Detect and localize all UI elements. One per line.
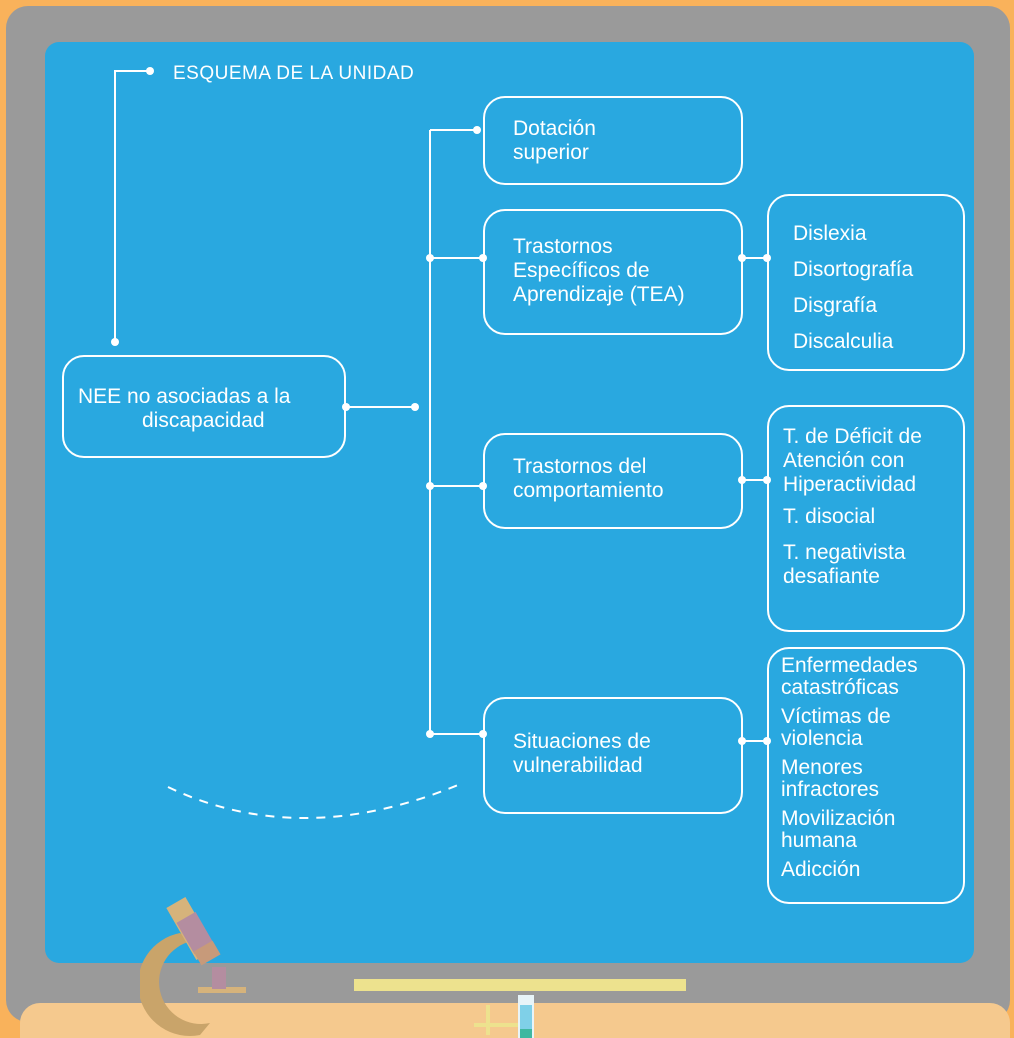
dashed-arc [167, 784, 459, 819]
detail-item: Discalculia [793, 330, 894, 353]
detail-item: T. negativista [783, 541, 906, 564]
detail-vulnerabilidad: Enfermedades catastróficas Víctimas de v… [767, 647, 965, 904]
node-trastornos-aprendizaje: Trastornos Específicos de Aprendizaje (T… [483, 209, 743, 335]
detail-item: infractores [781, 778, 880, 801]
node-line: vulnerabilidad [513, 754, 643, 777]
node-line: comportamiento [513, 479, 664, 502]
detail-comportamiento: T. de Déficit de Atención con Hiperactiv… [767, 405, 965, 632]
node-line: Aprendizaje (TEA) [513, 283, 685, 306]
detail-item: Adicción [781, 858, 861, 881]
test-tube-icon [474, 995, 534, 1038]
detail-item: Disortografía [793, 258, 914, 281]
detail-item: Hiperactividad [783, 473, 917, 496]
title-dot [146, 67, 154, 75]
detail-item: Atención con [783, 449, 905, 472]
root-dot [111, 338, 119, 346]
detail-tea: Dislexia Disortografía Disgrafía Discalc… [767, 194, 965, 371]
detail-item: Disgrafía [793, 294, 878, 317]
root-line-2: discapacidad [142, 409, 265, 432]
detail-item: Dislexia [793, 222, 867, 245]
detail-item: violencia [781, 727, 863, 750]
diagram-title: ESQUEMA DE LA UNIDAD [173, 63, 415, 84]
detail-item: Víctimas de [781, 705, 891, 728]
root-node: NEE no asociadas a la discapacidad [62, 355, 346, 458]
node-dotacion-superior: Dotación superior [483, 96, 743, 185]
detail-item: Menores [781, 756, 863, 779]
node-line: Específicos de [513, 259, 650, 282]
node-line: Dotación [513, 117, 596, 140]
detail-item: T. de Déficit de [783, 425, 922, 448]
detail-item: Enfermedades [781, 654, 918, 677]
node-trastornos-comportamiento: Trastornos del comportamiento [483, 433, 743, 529]
detail-item: desafiante [783, 565, 880, 588]
detail-item: T. disocial [783, 505, 876, 528]
detail-item: humana [781, 829, 857, 852]
node-line: Trastornos [513, 235, 613, 258]
node-line: Trastornos del [513, 455, 647, 478]
detail-item: Movilización [781, 807, 896, 830]
root-line-1: NEE no asociadas a la [78, 385, 291, 408]
chalk-shelf [354, 979, 686, 991]
microscope-icon [140, 897, 246, 1036]
node-line: superior [513, 141, 589, 164]
node-situaciones-vulnerabilidad: Situaciones de vulnerabilidad [483, 697, 743, 814]
node-line: Situaciones de [513, 730, 651, 753]
detail-item: catastróficas [781, 676, 899, 699]
title-connector [114, 70, 150, 342]
